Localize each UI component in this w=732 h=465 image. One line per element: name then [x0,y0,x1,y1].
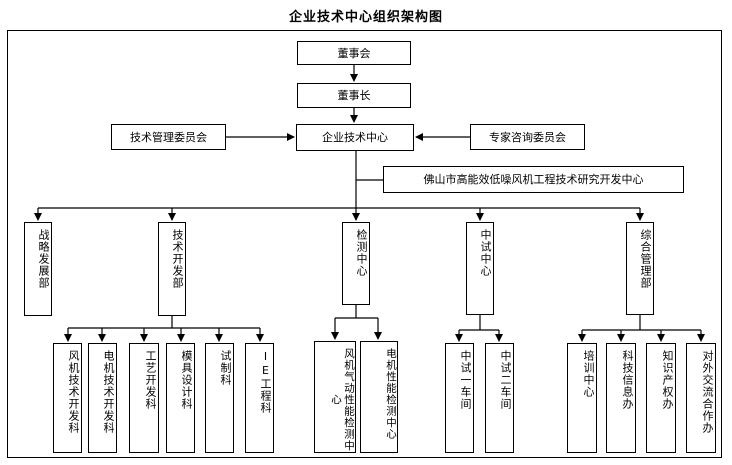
dept-tech-dev: 技术开发部 [158,222,186,316]
dept-general: 综合管理部 [626,222,654,315]
general-child-4: 对外交流合作办 [686,343,716,453]
enterprise-tech-center-node: 企业技术中心 [296,124,414,151]
board-node: 董事会 [297,41,411,65]
chart-title: 企业技术中心组织架构图 [288,10,443,25]
tech-dev-child-2: 电机技术开发科 [88,343,117,453]
pilot-child-1: 中试一车间 [445,343,474,453]
tech-dev-child-4: 模具设计科 [166,343,195,453]
general-child-3: 知识产权办 [646,343,676,453]
general-child-2: 科技信息办 [606,343,636,453]
dept-pilot: 中试中心 [466,222,494,315]
chairman-node: 董事长 [297,83,411,108]
pilot-child-2: 中试二车间 [485,343,514,453]
general-child-1: 培训中心 [567,343,597,453]
testing-child-2: 电机性能检测中心 [360,341,398,453]
foshan-research-center-node: 佛山市高能效低噪风机工程技术研究开发中心 [383,166,684,193]
tech-management-committee-node: 技术管理委员会 [111,124,226,150]
diagram-frame [7,30,722,458]
tech-dev-child-3: 工艺开发科 [129,343,159,453]
tech-dev-child-5: 试制科 [205,343,234,453]
tech-dev-child-1: 风机技术开发科 [53,343,82,453]
expert-committee-node: 专家咨询委员会 [470,124,585,150]
testing-child-1: 风机气动性能检测中心 [314,341,356,453]
tech-dev-child-6: IE工程科 [245,343,274,453]
dept-strategy: 战略发展部 [24,222,52,316]
dept-testing: 检测中心 [342,222,370,305]
